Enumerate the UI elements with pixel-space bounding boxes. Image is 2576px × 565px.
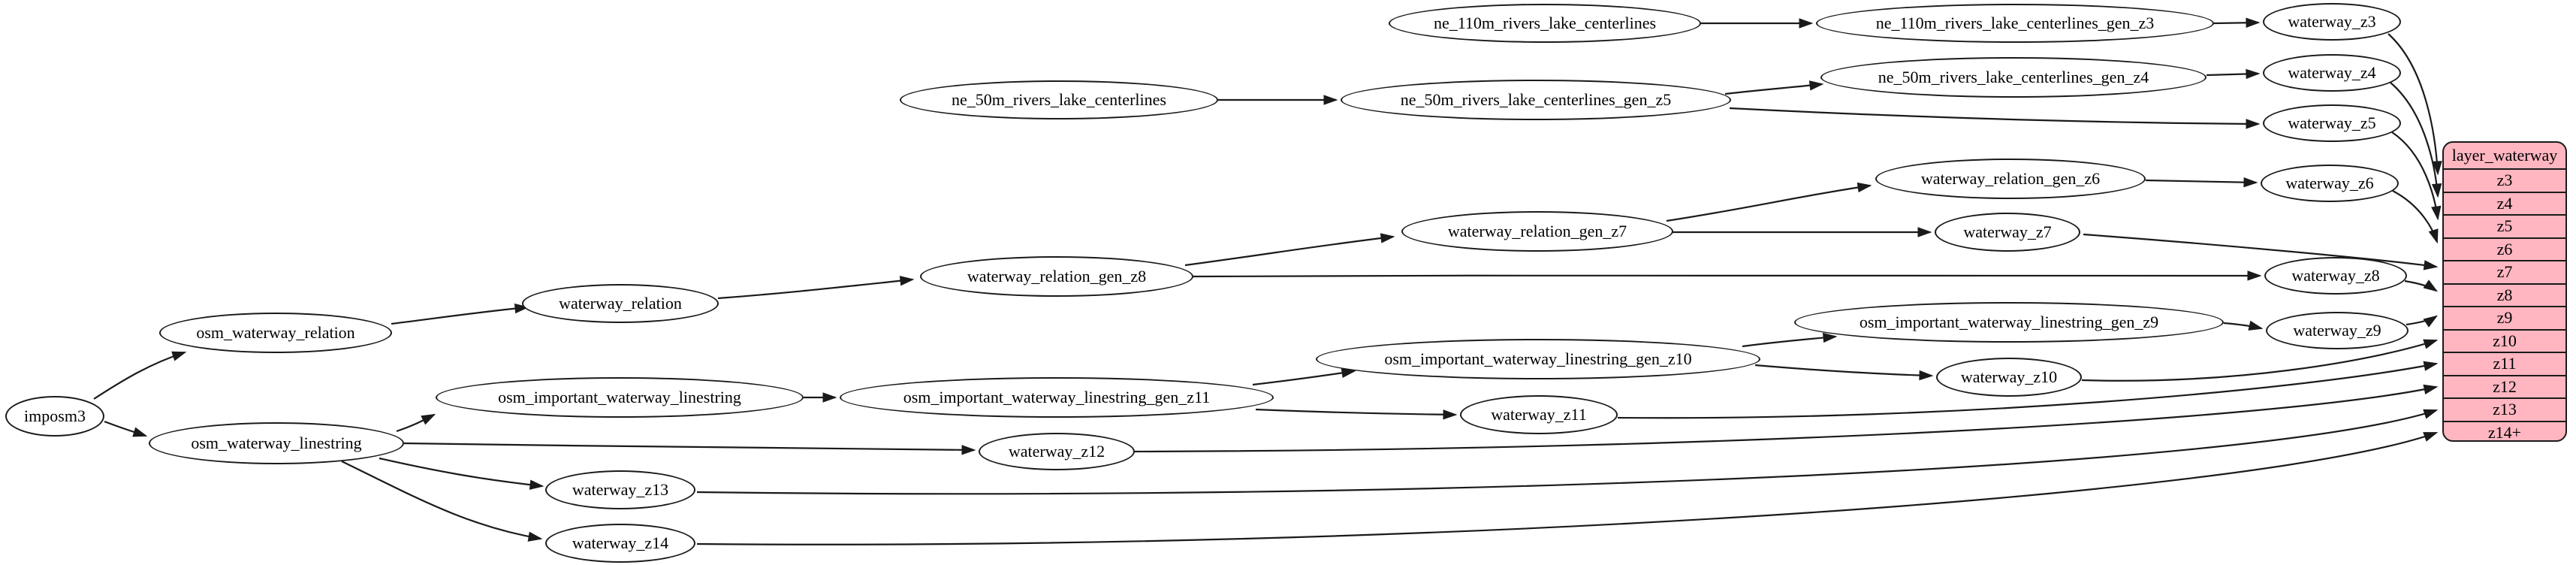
table-row-z13: z13 xyxy=(2444,397,2565,421)
table-layer-waterway: layer_waterway z3 z4 z5 z6 z7 z8 z9 z10 … xyxy=(2442,141,2567,442)
node-waterway_z7: waterway_z7 xyxy=(1935,213,2080,252)
edge-gen_z10-to-gen_z9 xyxy=(1742,332,1838,348)
edge-waterway_z6-to-row_z6 xyxy=(2392,190,2439,244)
node-waterway_z8: waterway_z8 xyxy=(2264,257,2407,295)
node-waterway_z9: waterway_z9 xyxy=(2266,312,2409,349)
edge-waterway_z5-to-row_z5 xyxy=(2391,131,2442,221)
table-row-z3: z3 xyxy=(2444,168,2565,192)
node-waterway_z13: waterway_z13 xyxy=(545,470,695,509)
edge-gen_z11-to-waterway_z11 xyxy=(1255,408,1458,420)
edge-waterway_z8-to-row_z8 xyxy=(2404,279,2439,292)
edge-waterway_z13-to-row_z13 xyxy=(696,409,2439,495)
edge-osm_waterway_relation-to-waterway_relation xyxy=(391,303,529,325)
node-osm_important_waterway_linestring_gen_z10: osm_important_waterway_linestring_gen_z1… xyxy=(1316,339,1760,379)
node-waterway_z3: waterway_z3 xyxy=(2263,3,2401,41)
node-ne_110m_rivers_lake_centerlines: ne_110m_rivers_lake_centerlines xyxy=(1389,4,1701,43)
table-row-z10: z10 xyxy=(2444,328,2565,352)
edge-osm_waterway_linestring-to-waterway_z13 xyxy=(379,457,544,490)
edge-waterway_z7-to-row_z7 xyxy=(2083,233,2439,270)
edge-gen_z8-to-gen_z7 xyxy=(1184,233,1395,267)
node-imposm3: imposm3 xyxy=(5,396,104,437)
node-waterway_relation: waterway_relation xyxy=(522,284,719,323)
edge-waterway_z10-to-row_z10 xyxy=(2081,339,2439,382)
edge-waterway_z9-to-row_z9 xyxy=(2406,315,2439,328)
table-row-z11: z11 xyxy=(2444,352,2565,375)
node-osm_important_waterway_linestring_gen_z11: osm_important_waterway_linestring_gen_z1… xyxy=(840,377,1274,418)
table-row-z4: z4 xyxy=(2444,191,2565,215)
node-waterway_z6: waterway_z6 xyxy=(2261,165,2399,202)
node-ne_50m_rivers_lake_centerlines_gen_z4: ne_50m_rivers_lake_centerlines_gen_z4 xyxy=(1820,57,2206,98)
node-osm_waterway_relation: osm_waterway_relation xyxy=(159,313,392,353)
node-osm_important_waterway_linestring: osm_important_waterway_linestring xyxy=(436,377,804,418)
edge-gen_z4-to-waterway_z4 xyxy=(2206,68,2261,80)
node-ne_110m_rivers_lake_centerlines_gen_z3: ne_110m_rivers_lake_centerlines_gen_z3 xyxy=(1816,4,2214,43)
edge-imposm3-to-osm_waterway_relation xyxy=(93,351,187,400)
edge-imposm3-to-osm_waterway_linestring xyxy=(104,420,148,437)
edge-waterway_relation-to-gen_z8 xyxy=(717,276,915,300)
table-row-z12: z12 xyxy=(2444,374,2565,398)
node-waterway_z14: waterway_z14 xyxy=(545,524,695,563)
edge-waterway_z11-to-row_z11 xyxy=(1617,361,2439,419)
edge-gen_z5-to-waterway_z5 xyxy=(1729,107,2261,129)
edge-waterway_z3-to-row_z3 xyxy=(2387,33,2442,176)
node-waterway_relation_gen_z8: waterway_relation_gen_z8 xyxy=(920,256,1193,297)
node-ne_50m_rivers_lake_centerlines: ne_50m_rivers_lake_centerlines xyxy=(900,80,1218,119)
edge-gen_z7-to-gen_z6 xyxy=(1666,182,1872,222)
table-row-z14: z14+ xyxy=(2444,420,2565,440)
node-waterway_relation_gen_z6: waterway_relation_gen_z6 xyxy=(1875,159,2146,199)
table-header: layer_waterway xyxy=(2451,146,2558,165)
edge-gen_z6-to-waterway_z6 xyxy=(2145,177,2258,188)
node-ne_50m_rivers_lake_centerlines_gen_z5: ne_50m_rivers_lake_centerlines_gen_z5 xyxy=(1341,80,1731,120)
node-waterway_z12: waterway_z12 xyxy=(979,433,1135,470)
edge-gen_z8-to-waterway_z8 xyxy=(1193,270,2262,281)
node-waterway_z11: waterway_z11 xyxy=(1460,395,1618,434)
edge-gen_z11-to-gen_z10 xyxy=(1252,367,1356,386)
edge-osm_waterway_linestring-to-osm_important_waterway_linestring xyxy=(396,413,436,433)
edge-waterway_z14-to-row_z14 xyxy=(696,431,2439,545)
node-waterway_z5: waterway_z5 xyxy=(2263,104,2401,142)
table-row-z9: z9 xyxy=(2444,306,2565,329)
table-row-z8: z8 xyxy=(2444,282,2565,307)
edge-gen_z10-to-waterway_z10 xyxy=(1754,364,1934,381)
edge-gen_z9-to-waterway_z9 xyxy=(2223,320,2264,331)
node-waterway_z4: waterway_z4 xyxy=(2263,54,2401,92)
edge-osm_waterway_linestring-to-waterway_z12 xyxy=(403,442,976,455)
edge-osm_waterway_linestring-to-waterway_z14 xyxy=(341,461,543,542)
node-waterway_z10: waterway_z10 xyxy=(1936,358,2082,397)
table-row-z6: z6 xyxy=(2444,237,2565,261)
edge-gen_z5-to-gen_z4 xyxy=(1724,80,1824,95)
edge-waterway_z12-to-row_z12 xyxy=(1134,384,2439,453)
node-osm_important_waterway_linestring_gen_z9: osm_important_waterway_linestring_gen_z9 xyxy=(1794,302,2224,343)
node-waterway_relation_gen_z7: waterway_relation_gen_z7 xyxy=(1401,211,1673,252)
edge-waterway_z4-to-row_z4 xyxy=(2390,82,2442,198)
table-row-z5: z5 xyxy=(2444,214,2565,237)
table-row-z7: z7 xyxy=(2444,260,2565,283)
node-osm_waterway_linestring: osm_waterway_linestring xyxy=(149,422,404,464)
